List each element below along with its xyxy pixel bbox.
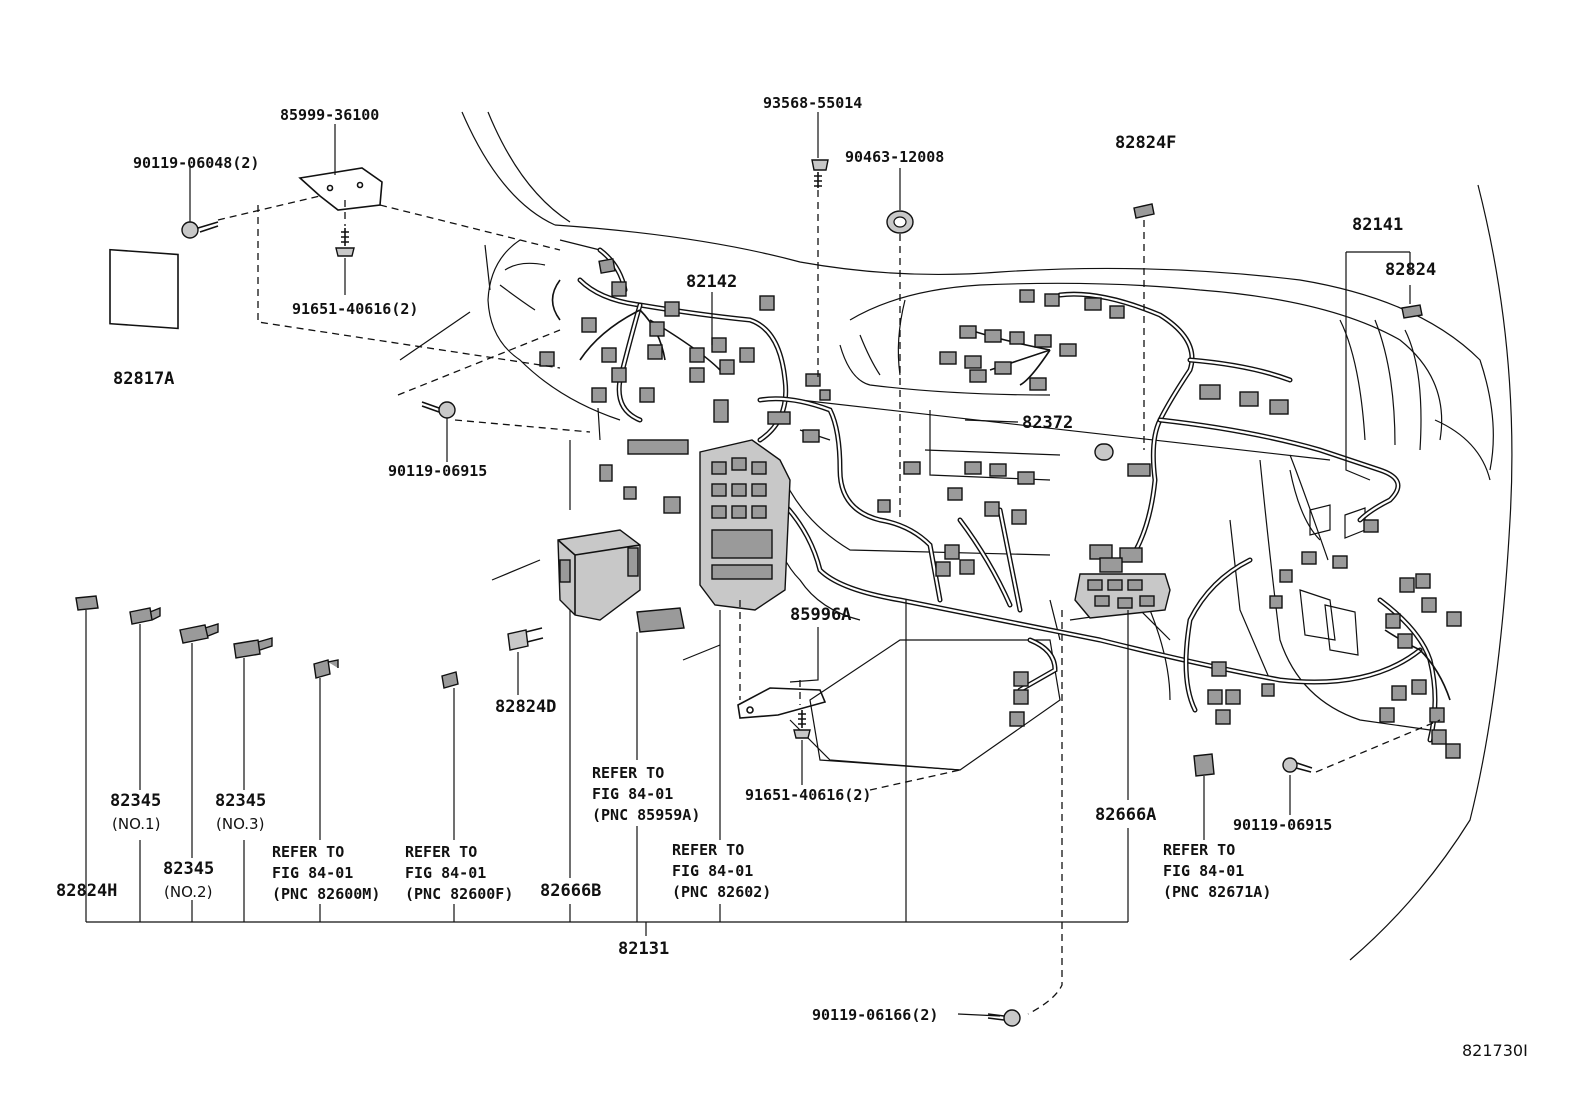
label-82824D: 82824D [495, 697, 556, 717]
label-90119-06166: 90119-06166(2) [812, 1006, 938, 1024]
bolt-90119-06915-left [421, 401, 456, 419]
bracket-85996A [737, 687, 827, 719]
refer-note-82602-line1: REFER TO [672, 841, 744, 859]
refer-note-85959A-line3: (PNC 85959A) [592, 806, 700, 824]
connector-82600F [441, 671, 459, 689]
label-82345-no3-sub: (NO.3) [216, 815, 264, 833]
label-90463-12008: 90463-12008 [845, 148, 944, 166]
leader-lines [85, 112, 1441, 1017]
label-93568-55014: 93568-55014 [763, 94, 862, 112]
label-82345-no1-sub: (NO.1) [112, 815, 160, 833]
refer-note-85959A-line2: FIG 84-01 [592, 785, 673, 803]
refer-note-82600M-line1: REFER TO [272, 843, 344, 861]
clip-82824H [75, 595, 99, 611]
refer-note-82600F: REFER TO FIG 84-01 (PNC 82600F) [405, 843, 513, 903]
bolt-90119-06048 [181, 221, 219, 239]
label-91651-40616-top: 91651-40616(2) [292, 300, 418, 318]
bolt-90119-06915-right [1282, 757, 1313, 773]
clip-82824D [507, 627, 544, 651]
main-wire-harness [551, 247, 1451, 743]
junction-block-82666B [557, 529, 641, 621]
instrument-panel-junction-block [699, 439, 791, 611]
label-91651-40616-bottom: 91651-40616(2) [745, 786, 871, 804]
label-82345-no1: 82345 [110, 791, 161, 811]
refer-note-82600M-line3: (PNC 82600M) [272, 885, 380, 903]
refer-note-82671A-line3: (PNC 82671A) [1163, 883, 1271, 901]
refer-note-82600F-line1: REFER TO [405, 843, 477, 861]
label-82372: 82372 [1022, 413, 1073, 433]
label-82345-no3: 82345 [215, 791, 266, 811]
bolt-91651-40616-top [335, 228, 355, 257]
bracket-85999-36100 [298, 167, 383, 211]
refer-note-82600M: REFER TO FIG 84-01 (PNC 82600M) [272, 843, 380, 903]
label-82824F: 82824F [1115, 133, 1176, 153]
refer-note-82602-line2: FIG 84-01 [672, 862, 753, 880]
label-82141: 82141 [1352, 215, 1403, 235]
fasteners [181, 159, 1423, 1027]
label-90119-06915-right: 90119-06915 [1233, 816, 1332, 834]
label-plate-82817A [109, 248, 179, 330]
harness-connectors [539, 258, 1462, 759]
refer-note-82602: REFER TO FIG 84-01 (PNC 82602) [672, 841, 771, 901]
bolt-90119-06166 [987, 1009, 1021, 1027]
refer-note-85959A-line1: REFER TO [592, 764, 664, 782]
relay-82345-no3 [233, 637, 273, 659]
label-82817A: 82817A [113, 369, 174, 389]
small-parts-row [75, 595, 1215, 777]
label-82666B: 82666B [540, 881, 601, 901]
clip-90463-12008 [886, 210, 914, 234]
relay-box-82666A [1074, 573, 1171, 619]
label-82824H: 82824H [56, 881, 117, 901]
label-82131: 82131 [618, 939, 669, 959]
clip-82824 [1401, 304, 1423, 319]
refer-note-82600F-line3: (PNC 82600F) [405, 885, 513, 903]
dashboard-outline [399, 111, 1513, 961]
part-labels: 85999-36100 90119-06048(2) 91651-40616(2… [56, 94, 1528, 1060]
label-82666A: 82666A [1095, 805, 1156, 825]
refer-note-82600M-line2: FIG 84-01 [272, 864, 353, 882]
diagram-id: 821730I [1462, 1041, 1528, 1060]
refer-note-82671A-line2: FIG 84-01 [1163, 862, 1244, 880]
clip-82671A [1193, 753, 1215, 777]
label-82824: 82824 [1385, 260, 1436, 280]
refer-note-82600F-line2: FIG 84-01 [405, 864, 486, 882]
relay-82345-no1 [129, 606, 161, 625]
refer-note-82671A: REFER TO FIG 84-01 (PNC 82671A) [1163, 841, 1271, 901]
connector-85959A [636, 607, 685, 633]
label-85996A: 85996A [790, 605, 851, 625]
refer-note-82602-line3: (PNC 82602) [672, 883, 771, 901]
refer-note-85959A: REFER TO FIG 84-01 (PNC 85959A) [592, 764, 700, 824]
label-90119-06048: 90119-06048(2) [133, 154, 259, 172]
refer-note-82671A-line1: REFER TO [1163, 841, 1235, 859]
label-85999-36100: 85999-36100 [280, 106, 379, 124]
label-82345-no2-sub: (NO.2) [164, 883, 212, 901]
bolt-91651-40616-bottom [793, 710, 811, 739]
clip-82824F [1133, 203, 1155, 219]
label-82142: 82142 [686, 272, 737, 292]
label-90119-06915-left: 90119-06915 [388, 462, 487, 480]
connector-82600M [313, 659, 339, 679]
relay-82345-no2 [179, 623, 219, 644]
bolt-93568-55014 [811, 159, 829, 188]
label-82345-no2: 82345 [163, 859, 214, 879]
